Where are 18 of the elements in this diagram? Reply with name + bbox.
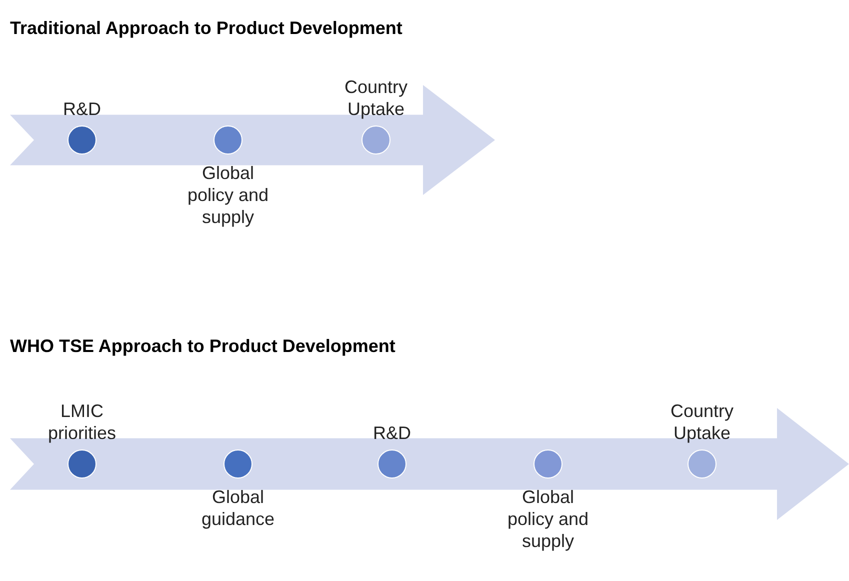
section-heading: Traditional Approach to Product Development xyxy=(10,18,402,39)
milestone-label: R&D xyxy=(62,98,102,120)
milestone-dot xyxy=(377,449,407,479)
milestone-label: Global policy and supply xyxy=(186,162,270,228)
milestone-dot xyxy=(533,449,563,479)
milestone-dot xyxy=(213,125,243,155)
milestone-label: R&D xyxy=(372,422,412,444)
section-heading: WHO TSE Approach to Product Development xyxy=(10,336,396,357)
milestone-dot xyxy=(67,449,97,479)
milestone-label: Country Uptake xyxy=(343,76,409,120)
milestone-label: LMIC priorities xyxy=(46,400,118,444)
milestone-label: Global guidance xyxy=(200,486,276,530)
milestone-dot xyxy=(67,125,97,155)
milestone-label: Country Uptake xyxy=(669,400,735,444)
milestone-dot xyxy=(223,449,253,479)
milestone-dot xyxy=(687,449,717,479)
milestone-dot xyxy=(361,125,391,155)
milestone-label: Global policy and supply xyxy=(506,486,590,552)
